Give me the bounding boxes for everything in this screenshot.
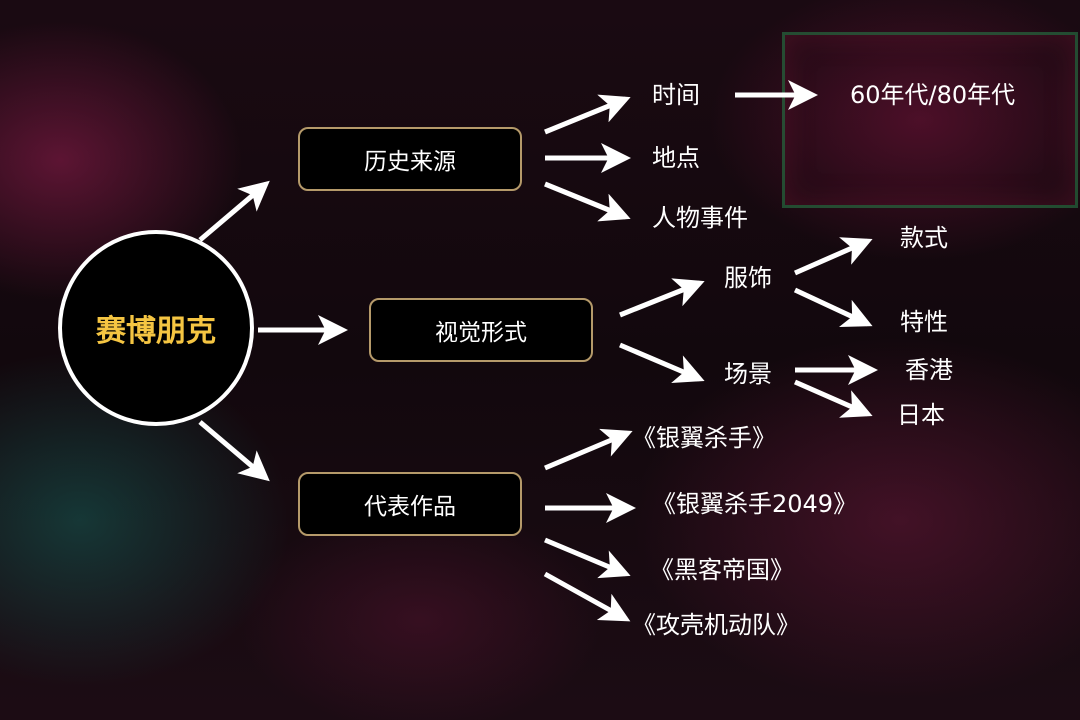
node-history: 历史来源 bbox=[298, 127, 522, 191]
work-blade-runner: 《银翼杀手》 bbox=[632, 424, 776, 452]
leaf-people-events: 人物事件 bbox=[652, 204, 748, 232]
arrow-works-4 bbox=[543, 571, 631, 622]
arrow-center-history bbox=[198, 180, 270, 242]
leaf-hongkong: 香港 bbox=[905, 356, 953, 384]
leaf-feature: 特性 bbox=[900, 308, 948, 336]
leaf-style: 款式 bbox=[900, 224, 948, 252]
node-works: 代表作品 bbox=[298, 472, 522, 536]
arrow-visual-clothing bbox=[619, 278, 705, 318]
work-blade-runner-2049: 《银翼杀手2049》 bbox=[652, 490, 858, 518]
leaf-place: 地点 bbox=[652, 144, 700, 172]
arrow-clothing-feature bbox=[793, 287, 873, 328]
arrow-visual-scene bbox=[619, 342, 705, 384]
leaf-japan: 日本 bbox=[897, 401, 945, 429]
arrow-clothing-style bbox=[793, 237, 873, 276]
arrow-scene-japan bbox=[793, 379, 873, 418]
background-neon-sign bbox=[782, 32, 1078, 208]
arrow-history-people bbox=[544, 181, 631, 222]
work-ghost-in-the-shell: 《攻壳机动队》 bbox=[632, 611, 800, 639]
arrow-center-works bbox=[198, 420, 270, 482]
arrow-works-3 bbox=[544, 537, 631, 579]
center-node: 赛博朋克 bbox=[58, 230, 254, 426]
leaf-clothing: 服饰 bbox=[724, 264, 772, 292]
arrow-works-1 bbox=[544, 428, 633, 471]
arrow-history-time bbox=[544, 94, 631, 135]
leaf-era: 60年代/80年代 bbox=[850, 81, 1016, 109]
leaf-time: 时间 bbox=[652, 81, 700, 109]
work-matrix: 《黑客帝国》 bbox=[650, 556, 794, 584]
node-visual: 视觉形式 bbox=[369, 298, 593, 362]
leaf-scene: 场景 bbox=[724, 360, 772, 388]
